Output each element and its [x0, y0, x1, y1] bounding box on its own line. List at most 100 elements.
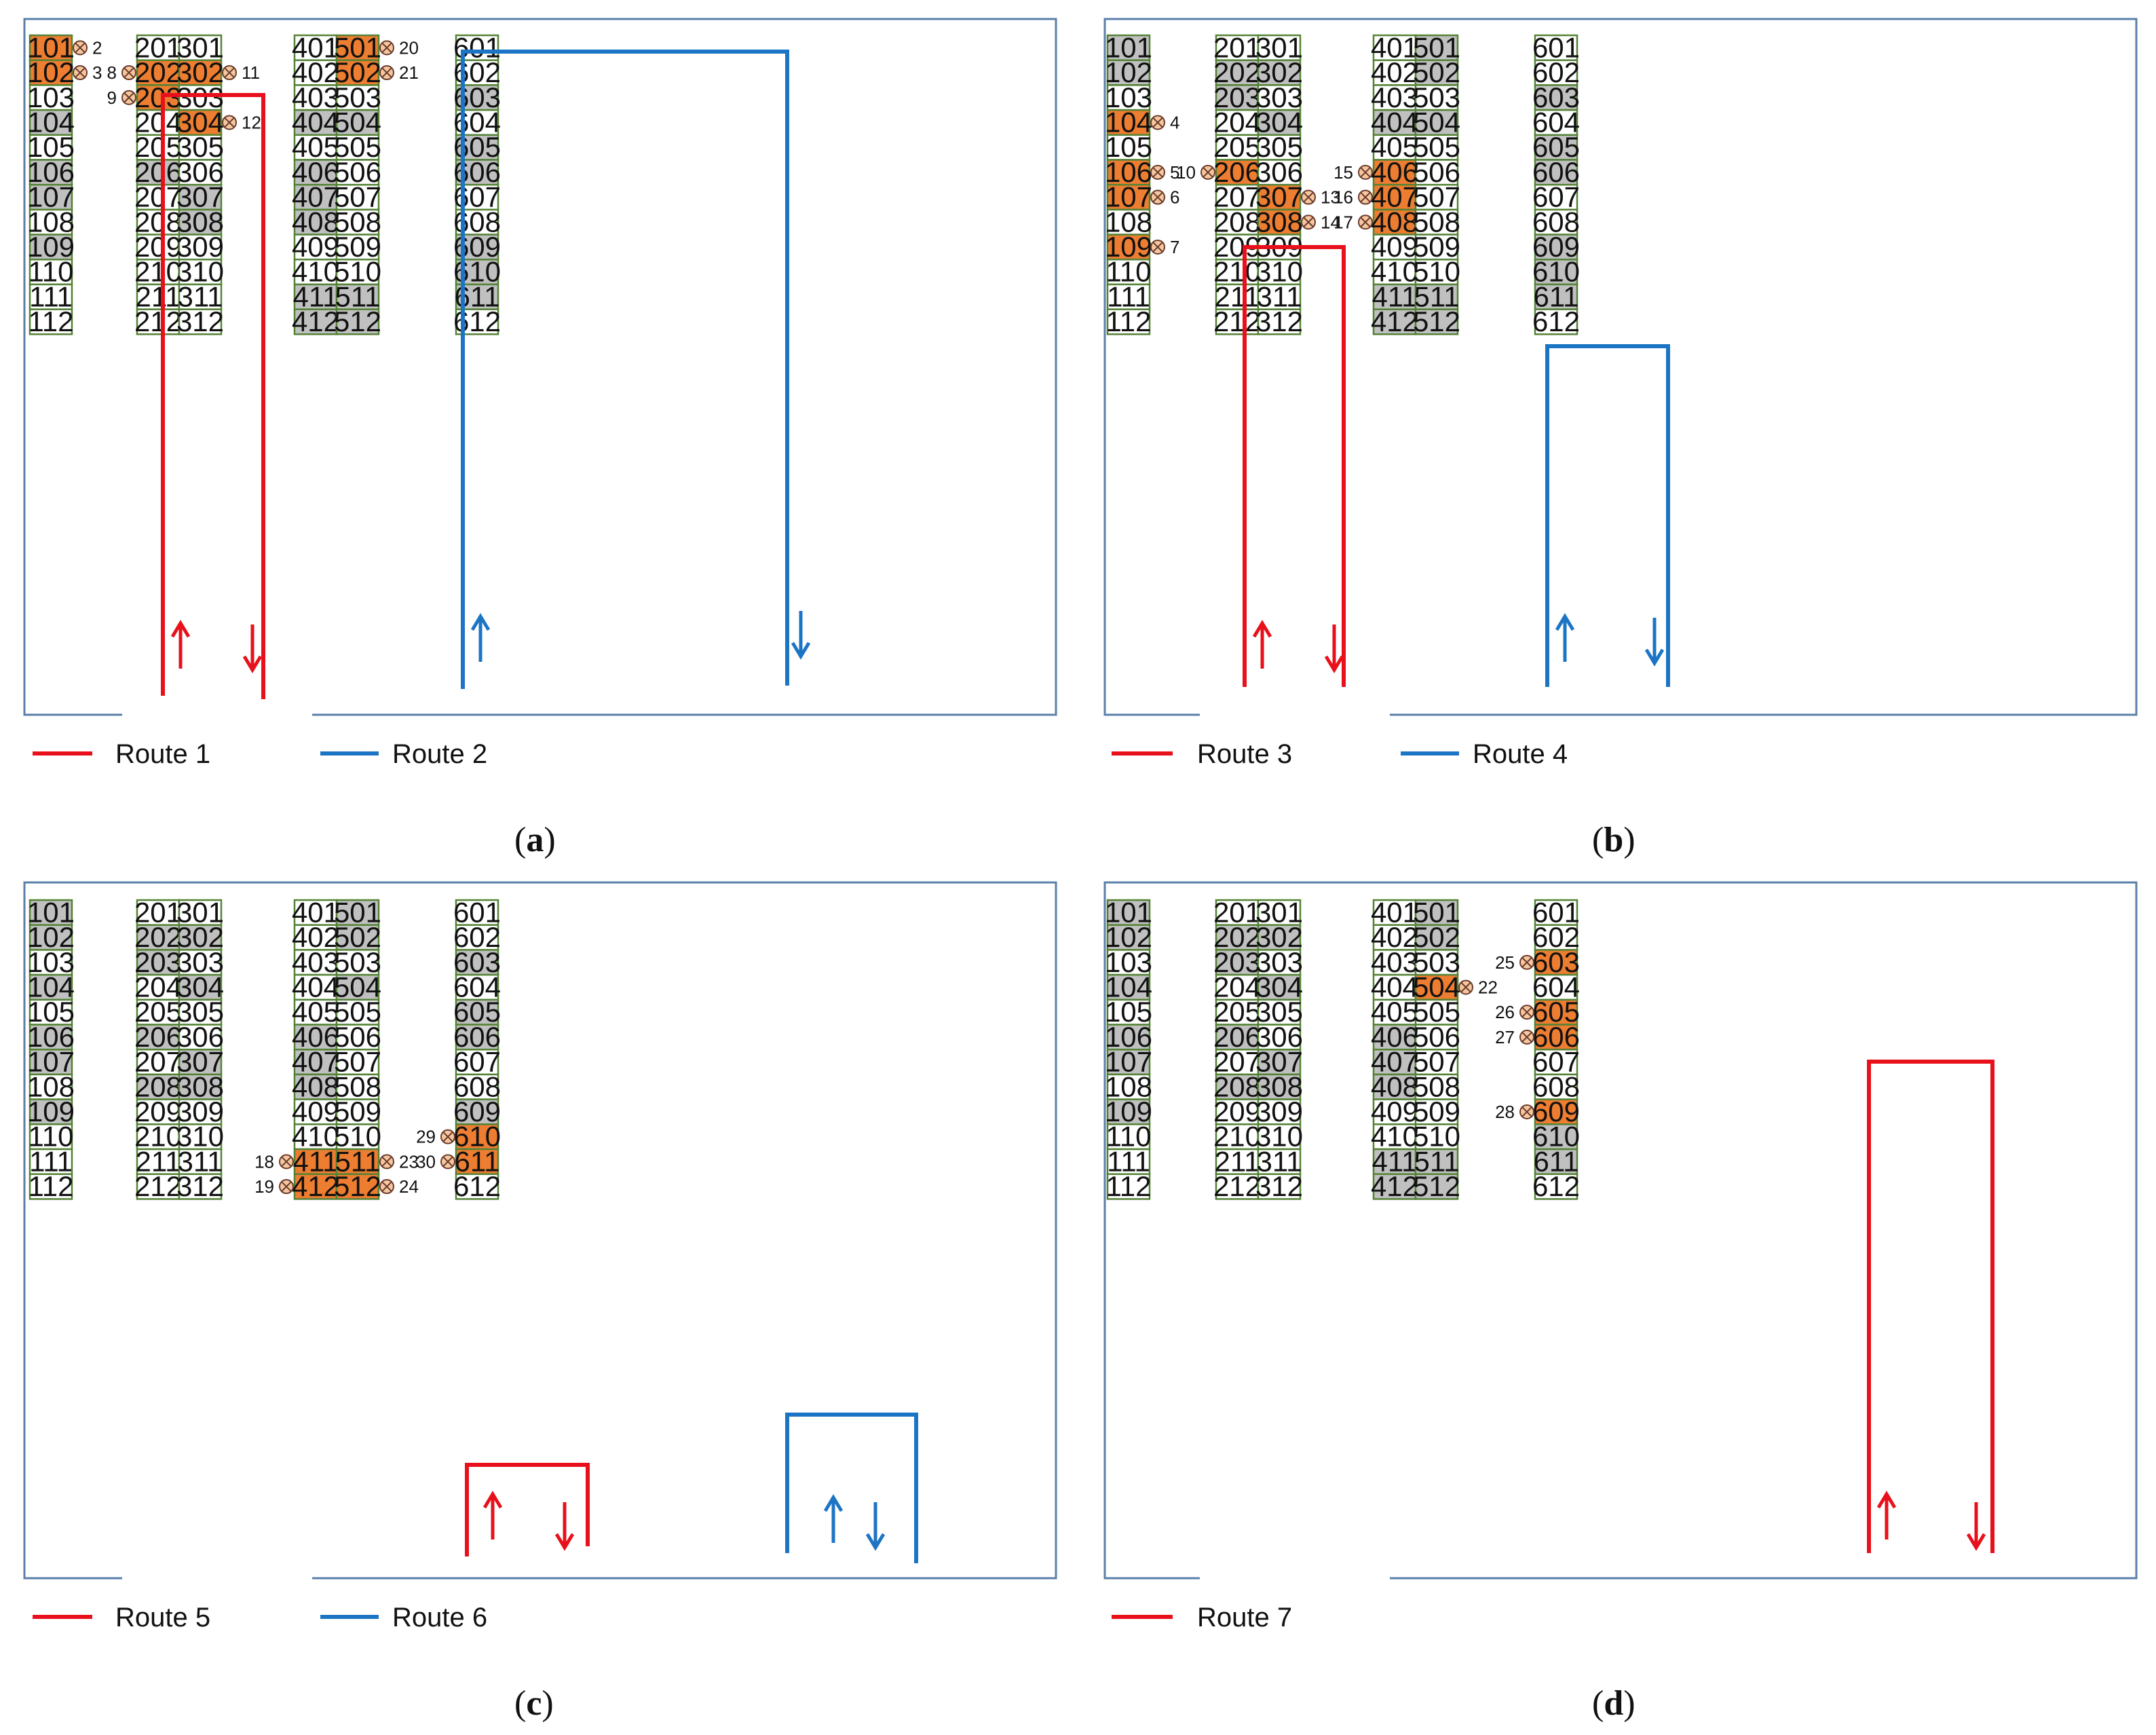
waypoint-label: 24 [399, 1176, 419, 1197]
slot-label: 101 [27, 896, 75, 928]
layout-diagram-a: 1011021031041051061071081091101111122012… [23, 18, 1057, 859]
slot-label: 411 [1372, 1145, 1418, 1177]
slot-label: 108 [1105, 1070, 1152, 1102]
slot-label: 203 [134, 81, 182, 113]
down-arrow-icon [554, 1502, 575, 1551]
waypoint-label: 22 [1478, 977, 1498, 997]
slot-cell [178, 308, 223, 335]
slot-cell [1106, 999, 1151, 1026]
slot-cell [1372, 159, 1417, 186]
waypoint-marker-icon [440, 1154, 455, 1170]
slot-label: 204 [134, 106, 182, 138]
slot-cell [1257, 1024, 1302, 1051]
slot-cell [335, 1173, 380, 1200]
slot-cell [455, 973, 499, 1001]
waypoint-marker-icon [1150, 164, 1165, 180]
slot-label: 311 [178, 1145, 223, 1177]
slot-label: 307 [1255, 1046, 1303, 1078]
slot-label: 409 [1371, 231, 1418, 263]
waypoint-marker-icon [73, 65, 88, 81]
slot-label: 610 [453, 1121, 501, 1153]
slot-cell [178, 1173, 223, 1200]
slot-label: 303 [176, 81, 224, 113]
slot-label: 609 [1532, 231, 1580, 263]
slot-cell [455, 899, 499, 926]
routes-group [1243, 245, 1670, 687]
slot-label: 111 [1107, 1145, 1150, 1177]
slot-cell [136, 973, 181, 1001]
slot-label: 609 [1532, 1096, 1580, 1127]
legend-label-1: Route 7 [1197, 1603, 1292, 1633]
slot-cell [335, 899, 380, 926]
slot-label: 402 [1371, 921, 1418, 953]
slot-cell [455, 1098, 499, 1125]
slot-label: 204 [1213, 106, 1261, 138]
slot-label: 201 [1213, 896, 1261, 928]
slot-label: 602 [1532, 56, 1580, 88]
slot-label: 106 [1105, 1021, 1152, 1053]
slot-cell [1414, 134, 1459, 161]
slot-label: 103 [27, 946, 75, 978]
slot-cell [136, 1173, 181, 1200]
down-arrow-icon [242, 624, 263, 673]
waypoint-marker-icon [379, 1154, 394, 1170]
slot-label: 112 [1106, 1170, 1152, 1202]
slot-cell [455, 924, 499, 951]
slot-cell [335, 234, 380, 261]
slot-cell [29, 1098, 73, 1125]
slot-cell [335, 208, 380, 236]
slot-label: 302 [176, 56, 224, 88]
slot-cell [1372, 924, 1417, 951]
slot-cell [178, 283, 223, 310]
slot-cell [1372, 1123, 1417, 1151]
slot-cell [335, 1048, 380, 1076]
layout-diagram-c: 1011021031041051061071081091101111122012… [23, 881, 1057, 1723]
slot-cell [1414, 1173, 1459, 1200]
route-7-path [1867, 1060, 1994, 1553]
down-arrow-icon [1966, 1502, 1986, 1551]
slot-label: 105 [1105, 996, 1152, 1028]
slot-label: 603 [453, 946, 501, 978]
slot-label: 502 [334, 56, 381, 88]
slot-cell [1106, 109, 1151, 136]
slot-label: 110 [29, 256, 74, 288]
slot-label: 507 [334, 1046, 381, 1078]
slot-label: 302 [1255, 921, 1303, 953]
slot-cell [1414, 924, 1459, 951]
slot-label: 107 [1105, 1046, 1152, 1078]
slot-label: 404 [292, 971, 339, 1003]
slot-cell [1414, 1048, 1459, 1076]
slot-cell [1414, 159, 1459, 186]
slot-cell [1106, 1073, 1151, 1100]
legend-label-2: Route 6 [392, 1603, 487, 1633]
slot-cell [1414, 1024, 1459, 1051]
slot-cell [1534, 259, 1578, 286]
slot-label: 603 [1532, 946, 1580, 978]
slot-cell [1106, 1024, 1151, 1051]
slot-label: 311 [1257, 280, 1302, 312]
slot-label: 407 [292, 181, 339, 213]
slot-label: 111 [29, 280, 73, 312]
up-arrow-icon [483, 1491, 503, 1540]
route-1-path [161, 93, 265, 699]
slot-label: 606 [1532, 156, 1580, 188]
slot-label: 504 [1413, 106, 1460, 138]
slot-label: 510 [334, 1121, 381, 1153]
slot-label: 108 [27, 206, 75, 238]
slot-label: 109 [27, 231, 75, 263]
slot-label: 511 [1414, 280, 1460, 312]
slot-label: 511 [335, 280, 381, 312]
slot-label: 409 [292, 231, 339, 263]
waypoint-marker-icon [1519, 1029, 1534, 1045]
slot-label: 304 [1255, 106, 1303, 138]
slot-label: 309 [176, 231, 224, 263]
waypoint-marker-icon [440, 1129, 455, 1144]
routes-group [465, 1413, 918, 1563]
slot-cell [1106, 234, 1151, 261]
slot-label: 303 [176, 946, 224, 978]
slot-label: 506 [1413, 156, 1460, 188]
slot-label: 505 [1413, 131, 1460, 163]
slot-cell [1414, 308, 1459, 335]
slot-label: 105 [1105, 131, 1152, 163]
